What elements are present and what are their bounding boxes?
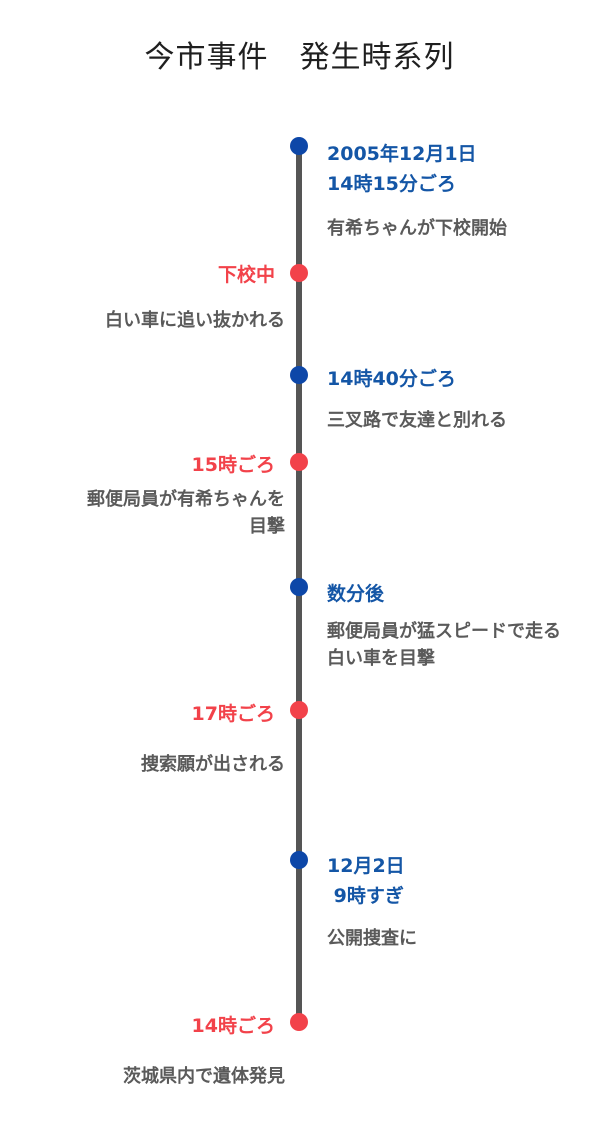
event-6-time: 17時ごろ bbox=[191, 703, 275, 725]
event-3-time: 14時40分ごろ bbox=[327, 368, 456, 390]
event-2-description: 白い車に追い抜かれる bbox=[105, 310, 285, 331]
event-7-description: 公開捜査に bbox=[327, 928, 417, 949]
event-8-time: 14時ごろ bbox=[191, 1015, 275, 1037]
event-4-time: 15時ごろ bbox=[191, 454, 275, 476]
timeline-dot-event-1 bbox=[290, 137, 308, 155]
event-5-time: 数分後 bbox=[327, 583, 385, 605]
event-2-time: 下校中 bbox=[217, 264, 275, 286]
event-1-time: 2005年12月1日 14時15分ごろ bbox=[327, 143, 477, 195]
event-1-description: 有希ちゃんが下校開始 bbox=[327, 218, 507, 239]
event-8-description: 茨城県内で遺体発見 bbox=[123, 1066, 285, 1087]
page-title: 今市事件 発生時系列 bbox=[144, 40, 455, 75]
timeline-dot-event-6 bbox=[290, 701, 308, 719]
timeline-dot-event-5 bbox=[290, 578, 308, 596]
timeline-dot-event-2 bbox=[290, 264, 308, 282]
event-7-time: 12月2日 9時すぎ bbox=[327, 855, 405, 907]
timeline-dot-event-3 bbox=[290, 366, 308, 384]
event-5-description: 郵便局員が猛スピードで走る 白い車を目撃 bbox=[327, 621, 561, 669]
timeline-dot-event-8 bbox=[290, 1013, 308, 1031]
event-4-description: 郵便局員が有希ちゃんを 目撃 bbox=[87, 489, 285, 537]
timeline-dot-event-4 bbox=[290, 453, 308, 471]
timeline-dot-event-7 bbox=[290, 851, 308, 869]
event-3-description: 三叉路で友達と別れる bbox=[327, 410, 507, 431]
event-6-description: 捜索願が出される bbox=[141, 754, 285, 775]
